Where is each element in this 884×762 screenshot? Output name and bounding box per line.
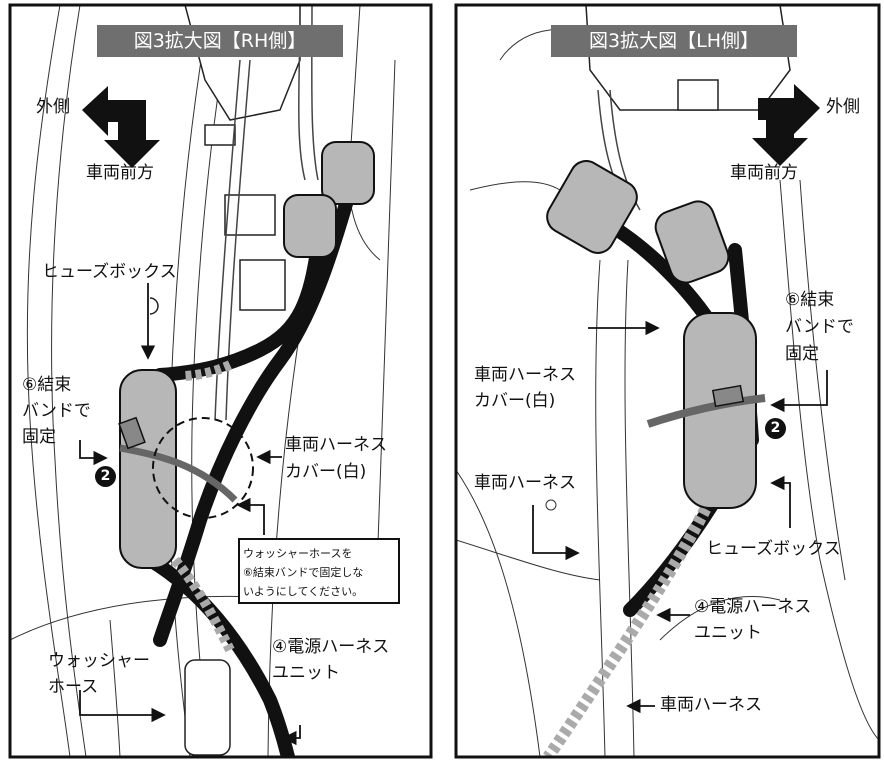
rh-band-label-1: ⑥結束 [22, 375, 72, 395]
lh-power-unit-label-1: ④電源ハーネス [694, 597, 812, 617]
rh-harness-cover-label-2: カバー(白) [285, 462, 367, 482]
rh-front-label: 車両前方 [86, 163, 154, 183]
lh-outside-label: 外側 [826, 97, 860, 117]
lh-power-unit-label-2: ユニット [694, 623, 762, 643]
rh-fuse-box-label: ヒューズボックス [42, 262, 177, 282]
lh-step-badge: 2 [765, 418, 786, 439]
rh-power-unit-label-2: ユニット [272, 663, 340, 683]
rh-panel-frame [8, 3, 433, 759]
rh-washer-hose-label-1: ウォッシャー [48, 651, 150, 671]
lh-panel-frame [454, 3, 881, 759]
lh-harness-cover-label-2: カバー(白) [474, 391, 556, 411]
rh-note-line-2: ⑥結束バンドで固定しな [243, 566, 364, 579]
lh-vehicle-harness-bottom-label: 車両ハーネス [660, 695, 762, 715]
lh-band-label-1: ⑥結束 [785, 290, 835, 310]
rh-harness-cover-label-1: 車両ハーネス [285, 435, 387, 455]
lh-panel-art [456, 5, 879, 757]
rh-band-label-3: 固定 [22, 427, 56, 447]
rh-caution-note: ウォッシャーホースを ⑥結束バンドで固定しな いようにしてください。 [238, 538, 400, 604]
rh-outside-label: 外側 [36, 97, 70, 117]
rh-panel-title: 図3拡大図【RH側】 [97, 25, 343, 57]
lh-harness-cover-label-1: 車両ハーネス [474, 365, 576, 385]
rh-panel-art [10, 5, 396, 757]
rh-band-label-2: バンドで [22, 401, 91, 421]
lh-front-label: 車両前方 [730, 163, 798, 183]
rh-washer-hose-label-2: ホース [48, 677, 99, 697]
rh-step-badge: 2 [95, 466, 116, 487]
rh-power-unit-label-1: ④電源ハーネス [272, 637, 390, 657]
lh-panel-title: 図3拡大図【LH側】 [551, 25, 797, 57]
rh-note-line-1: ウォッシャーホースを [243, 547, 353, 560]
lh-fuse-box-label: ヒューズボックス [706, 539, 841, 559]
lh-band-label-3: 固定 [785, 344, 819, 364]
lh-band-label-2: バンドで [785, 317, 854, 337]
rh-note-line-3: いようにしてください。 [243, 585, 364, 598]
lh-vehicle-harness-label: 車両ハーネス [474, 473, 576, 493]
